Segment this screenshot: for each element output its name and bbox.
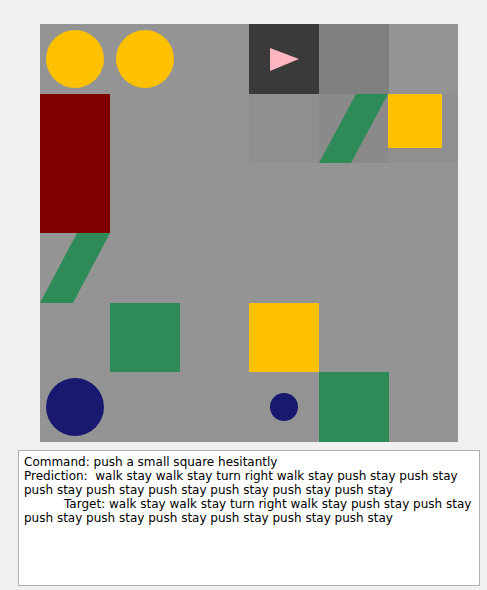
yellow-square [249,303,319,372]
text-line: Prediction: walk stay walk stay turn rig… [24,469,474,497]
text-line: Command: push a small square hesitantly [24,455,474,469]
agent-triangle [270,48,299,71]
green-cylinder [319,94,388,163]
green-square [319,372,389,442]
red-cylinder [40,94,110,233]
text-line: Target: walk stay walk stay turn right w… [24,497,474,525]
green-square [110,303,180,372]
blue-circle [46,378,104,436]
yellow-circle [116,30,174,88]
visited-cell [249,94,319,163]
agent-cell [249,24,319,94]
visited-cell [319,94,389,163]
green-cylinder [40,233,110,303]
yellow-circle [46,30,104,88]
grid-ground [40,24,458,442]
text-panel: Command: push a small square hesitantlyP… [18,450,480,586]
visited-cell [388,94,458,163]
visited-cell [319,24,389,94]
blue-circle [270,393,298,421]
yellow-square [388,94,442,148]
